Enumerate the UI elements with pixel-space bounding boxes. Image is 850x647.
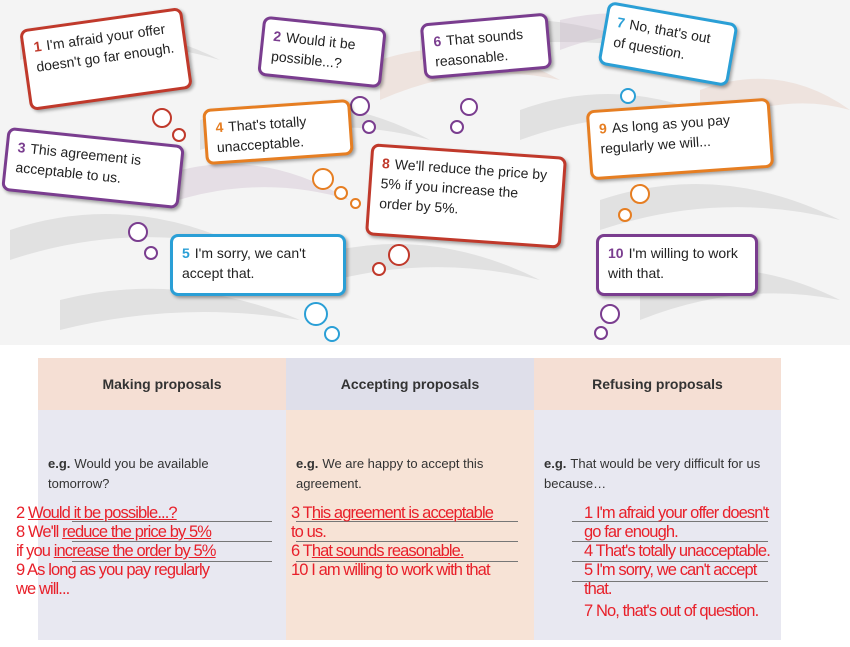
- proposals-table: Making proposals e.g.Would you be availa…: [38, 358, 781, 640]
- answer-making-3: if you increase the order by 5%: [16, 542, 216, 561]
- thought-dot: [324, 326, 340, 342]
- thought-dot: [388, 244, 410, 266]
- thought-dot: [350, 198, 361, 209]
- answer-accepting-3: 6 That sounds reasonable.: [291, 542, 464, 561]
- bubble-number: 5: [182, 245, 190, 261]
- example-text: We are happy to accept this agreement.: [296, 456, 484, 491]
- thought-dot: [630, 184, 650, 204]
- bubble-text: We'll reduce the price by 5% if you incr…: [378, 155, 548, 217]
- thought-dot: [450, 120, 464, 134]
- eg-label: e.g.: [544, 456, 567, 471]
- bubble-number: 6: [432, 32, 442, 50]
- answer-accepting-2: to us.: [291, 523, 327, 541]
- answer-line: [572, 521, 768, 522]
- answer-line: [572, 541, 768, 542]
- answer-text: increase the order by 5%: [53, 542, 217, 560]
- answer-accepting-1: 3 This agreement is acceptable: [291, 504, 494, 523]
- thought-dot: [618, 208, 632, 222]
- answer-making-5: we will...: [16, 580, 70, 598]
- header-accepting: Accepting proposals: [286, 358, 534, 410]
- thought-dot: [372, 262, 386, 276]
- thought-dot: [152, 108, 172, 128]
- thought-dot: [312, 168, 334, 190]
- answer-refusing-2: go far enough.: [584, 523, 679, 541]
- bubble-number: 2: [272, 27, 283, 45]
- answer-making-1: 2 Would it be possible...?: [16, 504, 178, 523]
- thought-dot: [128, 222, 148, 242]
- example-making: e.g.Would you be available tomorrow?: [48, 454, 268, 494]
- answer-making-4: 9 As long as you pay regularly: [16, 561, 210, 579]
- answer-text: hat sounds reasonable.: [311, 542, 465, 560]
- bubble-text: I'm afraid your offer doesn't go far eno…: [35, 20, 176, 75]
- answer-line: [572, 581, 768, 582]
- thought-dot: [172, 128, 186, 142]
- thought-dot: [334, 186, 348, 200]
- bubble-number: 7: [615, 13, 627, 32]
- bubble-text: That's totally unacceptable.: [216, 113, 307, 156]
- bubble-text: I'm sorry, we can't accept that.: [182, 245, 306, 281]
- bubble-text: As long as you pay regularly we will...: [599, 111, 731, 157]
- thought-dot: [350, 96, 370, 116]
- answer-refusing-6: 7 No, that's out of question.: [584, 602, 759, 620]
- example-text: That would be very difficult for us beca…: [544, 456, 761, 491]
- bubble-number: 10: [608, 245, 624, 261]
- bubble-text: No, that's out of question.: [612, 16, 712, 62]
- column-accepting: Accepting proposals e.g.We are happy to …: [286, 358, 534, 640]
- answer-text: his agreement is acceptable: [311, 504, 494, 522]
- answer-refusing-5: that.: [584, 580, 612, 598]
- eg-label: e.g.: [48, 456, 71, 471]
- header-refusing: Refusing proposals: [534, 358, 781, 410]
- answer-line: [72, 541, 272, 542]
- thought-dot: [620, 88, 636, 104]
- answer-text: 3 T: [291, 504, 313, 522]
- answer-number: 2: [16, 504, 28, 522]
- answer-text: if you: [16, 542, 54, 560]
- answer-text: reduce the price by 5%: [62, 523, 212, 541]
- bubble-text: This agreement is acceptable to us.: [14, 140, 143, 186]
- bubble-text: That sounds reasonable.: [434, 25, 524, 70]
- thought-dot: [362, 120, 376, 134]
- answer-making-2: 8 We'll reduce the price by 5%: [16, 523, 212, 542]
- thought-dot: [460, 98, 478, 116]
- thought-dot: [600, 304, 620, 324]
- answer-line: [296, 521, 518, 522]
- example-text: Would you be available tomorrow?: [48, 456, 209, 491]
- answer-refusing-1: 1 I'm afraid your offer doesn't: [584, 504, 769, 522]
- bubble-number: 4: [214, 118, 224, 136]
- answer-text: 8 We'll: [16, 523, 63, 541]
- bubble-text: I'm willing to work with that.: [608, 245, 738, 281]
- answer-line: [296, 541, 518, 542]
- answer-line: [296, 561, 518, 562]
- thought-dot: [304, 302, 328, 326]
- example-refusing: e.g.That would be very difficult for us …: [544, 454, 774, 494]
- bubble-number: 1: [32, 37, 43, 55]
- header-making: Making proposals: [38, 358, 286, 410]
- bubble-number: 8: [381, 155, 391, 172]
- answer-accepting-4: 10 I am willing to work with that: [291, 561, 491, 579]
- answer-line: [72, 561, 272, 562]
- column-refusing: Refusing proposals e.g.That would be ver…: [534, 358, 781, 640]
- thought-dot: [144, 246, 158, 260]
- bubble-number: 9: [598, 120, 608, 137]
- bubble-text: Would it be possible...?: [270, 29, 357, 72]
- answer-text: Would it be possible...?: [27, 504, 178, 522]
- example-accepting: e.g.We are happy to accept this agreemen…: [296, 454, 526, 494]
- bubble-number: 3: [16, 139, 27, 156]
- answer-refusing-3: 4 That's totally unacceptable.: [584, 542, 771, 560]
- thought-dot: [594, 326, 608, 340]
- answer-line: [572, 561, 768, 562]
- answer-text: 6 T: [291, 542, 313, 560]
- eg-label: e.g.: [296, 456, 319, 471]
- answer-refusing-4: 5 I'm sorry, we can't accept: [584, 561, 757, 579]
- column-making: Making proposals e.g.Would you be availa…: [38, 358, 286, 640]
- answer-line: [72, 521, 272, 522]
